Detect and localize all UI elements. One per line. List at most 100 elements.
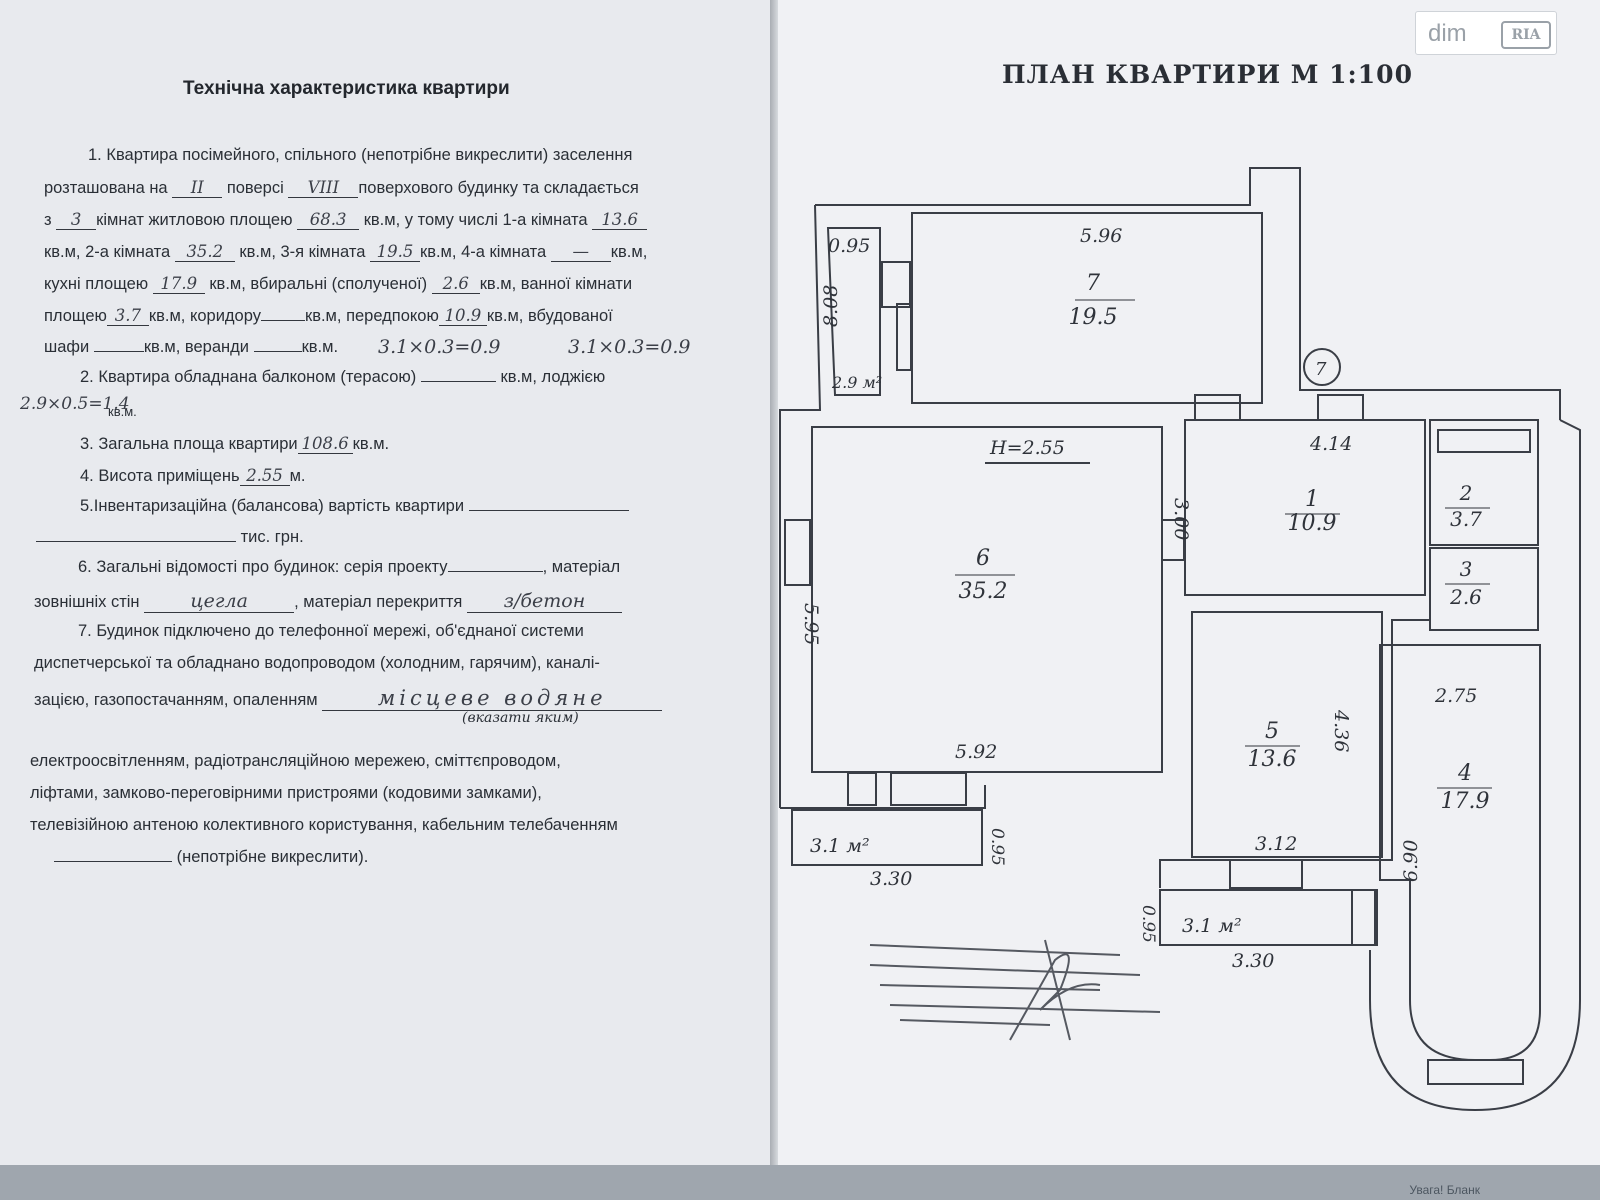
- outer-right: [1369, 419, 1581, 1112]
- heating-value: місцеве водяне: [322, 686, 663, 711]
- balcony-right-area: 3.1 м²: [1182, 915, 1242, 937]
- balcony-right: [1159, 889, 1376, 946]
- room-4-area: 17.9: [1441, 789, 1490, 814]
- line-2c: поверхового будинку та складається: [358, 179, 639, 197]
- line-13: тис. грн.: [240, 528, 304, 546]
- room-2-area: 3.7: [1450, 507, 1482, 531]
- line-23: (непотрібне викреслити).: [54, 848, 368, 867]
- room-5-area: 13.6: [1248, 747, 1297, 772]
- line-6d: кв.м, вбудованої: [486, 307, 613, 325]
- line-7b: кв.м, веранди: [143, 338, 249, 356]
- line-7c: кв.м.: [301, 338, 339, 356]
- wardrobe-blank: [93, 351, 144, 352]
- line-11b: м.: [289, 467, 306, 485]
- room-3-area: 2.6: [1449, 585, 1482, 609]
- plan-title: ПЛАН КВАРТИРИ М 1:100: [1002, 60, 1413, 89]
- floor-value: II: [172, 178, 223, 198]
- value-blank: [468, 510, 629, 511]
- dimria-logo: dim RIA: [1415, 11, 1557, 55]
- line-5b: кв.м, вбиральні (сполученої): [209, 275, 428, 293]
- line-18: зацією, газопостачанням, опаленням місце…: [34, 686, 663, 711]
- axis-circle: [1303, 348, 1341, 386]
- dim-414: 4.14: [1309, 433, 1352, 455]
- dim-330b: 3.30: [1232, 950, 1274, 972]
- line-4: кв.м, 2-а кімната 35.2 кв.м, 3-я кімната…: [44, 242, 647, 262]
- line-3a: з: [44, 211, 52, 229]
- dim-095a: 0.95: [828, 235, 870, 257]
- line-23: (непотрібне викреслити).: [176, 848, 369, 866]
- inner-wall-b: [1159, 619, 1430, 888]
- dim-592: 5.92: [955, 741, 997, 763]
- strike-blank: [54, 861, 172, 862]
- line-5a: кухні площею: [44, 275, 149, 293]
- left-page: [0, 0, 770, 1165]
- dim-436: 4.36: [1330, 709, 1352, 752]
- line-14: 6. Загальні відомості про будинок: серія…: [78, 558, 620, 577]
- slab-material-value: з/бетон: [466, 590, 622, 613]
- dim-275: 2.75: [1434, 685, 1477, 707]
- line-6a: площею: [44, 307, 107, 325]
- room-2-outline: [1429, 419, 1539, 546]
- room-7-inner: [826, 227, 881, 396]
- balcony-blank: [420, 381, 496, 382]
- line-4d: кв.м,: [610, 243, 648, 261]
- room-5-outline: [1191, 611, 1383, 858]
- logo-dim: dim: [1428, 20, 1467, 47]
- book-spine: [770, 0, 778, 1170]
- line-9: кв.м.: [108, 404, 137, 419]
- wc-value: 2.6: [431, 274, 480, 294]
- room-1-outline: [1184, 419, 1426, 596]
- dim-330a: 3.30: [870, 868, 912, 890]
- total-area-value: 108.6: [297, 434, 353, 454]
- room3-value: 19.5: [369, 242, 420, 262]
- veranda-blank: [253, 351, 302, 352]
- logo-ria: RIA: [1501, 21, 1551, 49]
- room-3-outline: [1429, 547, 1539, 631]
- line-11a: 4. Висота приміщень: [80, 467, 240, 485]
- line-4c: кв.м, 4-а кімната: [419, 243, 547, 261]
- room-5-number: 5: [1265, 719, 1279, 744]
- line-16: 7. Будинок підключено до телефонної мере…: [78, 622, 584, 640]
- dim-596: 5.96: [1080, 225, 1122, 247]
- line-15: зовнішніх стін цегла, матеріал перекритт…: [34, 590, 622, 613]
- room-6-number: 6: [976, 546, 990, 571]
- dim-095b: 0.95: [987, 828, 1007, 866]
- room-6-outline: [811, 426, 1163, 773]
- line-8b: кв.м, лоджією: [500, 368, 606, 386]
- outer-wall: [815, 167, 1561, 420]
- inner-wall-a: [780, 785, 986, 809]
- dim-595: 5.95: [800, 603, 822, 645]
- hall-value: 10.9: [438, 306, 487, 326]
- room1-value: 13.6: [592, 210, 648, 230]
- dim-312: 3.12: [1255, 833, 1297, 855]
- bottom-strip: Увага! Бланк: [0, 1165, 1600, 1200]
- balcony-left-area: 3.1 м²: [810, 835, 870, 857]
- right-page: [778, 0, 1600, 1165]
- line-13: тис. грн.: [36, 528, 304, 547]
- line-8: 2. Квартира обладнана балконом (терасою)…: [80, 368, 605, 387]
- dim-29: 2.9 м²: [831, 373, 882, 392]
- dim-300: 3.00: [1170, 498, 1192, 540]
- outer-wall-left: [779, 204, 822, 808]
- signature-stamp: [869, 939, 1161, 1041]
- ceiling-height: H=2.55: [989, 437, 1065, 459]
- line-10a: 3. Загальна площа квартири: [80, 435, 298, 453]
- room4-value: —: [550, 242, 611, 262]
- axis-label: 7: [1315, 359, 1327, 380]
- line-6c: кв.м, передпокою: [304, 307, 439, 325]
- series-blank: [447, 571, 543, 572]
- height-value: 2.55: [239, 466, 290, 486]
- line-7a: шафи: [44, 338, 90, 356]
- bottom-strip-text: Увага! Бланк: [1409, 1183, 1480, 1197]
- line-5c: кв.м, ванної кімнати: [479, 275, 633, 293]
- line-4a: кв.м, 2-а кімната: [44, 243, 171, 261]
- room-1-area: 10.9: [1288, 511, 1337, 536]
- floors-total-value: VIII: [288, 178, 359, 198]
- line-21: ліфтами, замково-переговірними пристроям…: [30, 784, 542, 802]
- line-18a: зацією, газопостачанням, опаленням: [34, 691, 318, 709]
- line-2a: розташована на: [44, 179, 168, 197]
- line-12: 5.Інвентаризаційна (балансова) вартість …: [80, 497, 629, 516]
- room-1-number: 1: [1305, 487, 1319, 512]
- line-6b: кв.м, коридору: [148, 307, 261, 325]
